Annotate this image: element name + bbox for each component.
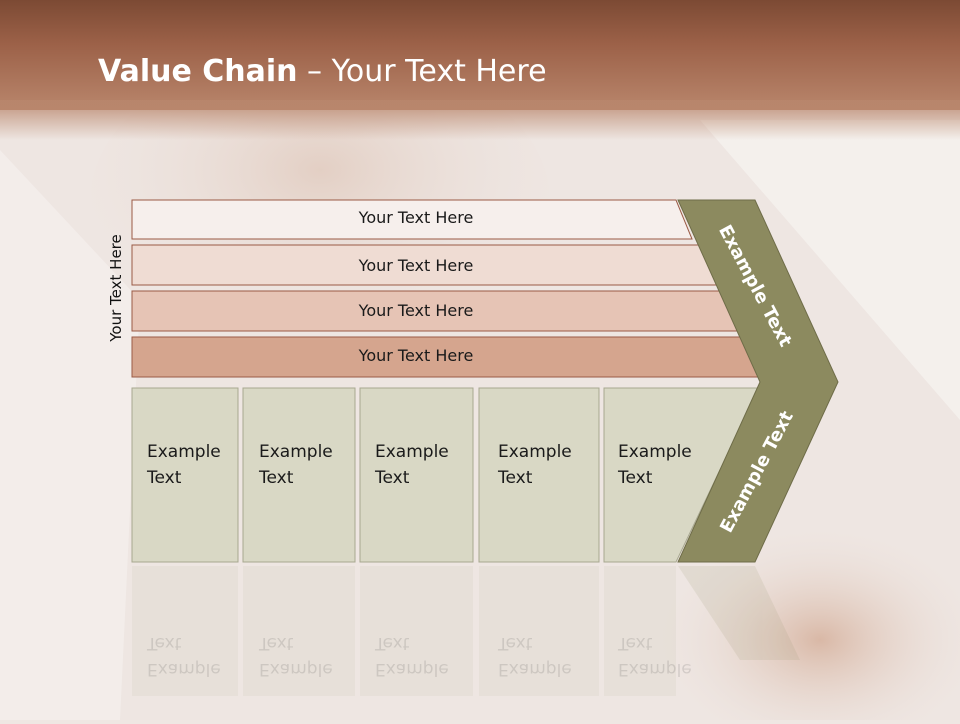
column-3-refl-line1: Example (375, 659, 449, 679)
column-2-refl-line2: Text (259, 633, 294, 653)
support-bar-1-label: Your Text Here (358, 208, 474, 227)
support-bar-2-label: Your Text Here (358, 256, 474, 275)
primary-column-4[interactable] (478, 387, 600, 563)
column-5-line1: Example (618, 442, 692, 462)
reflection (132, 566, 800, 696)
support-bar-1[interactable] (131, 199, 693, 240)
title-bold: Value Chain (98, 54, 298, 89)
column-4-line2: Text (498, 468, 533, 488)
column-3-line1: Example (375, 442, 449, 462)
column-4-refl-line1: Example (498, 659, 572, 679)
primary-column-2[interactable] (242, 387, 356, 563)
primary-column-3[interactable] (359, 387, 474, 563)
column-3-reflection: Example Text (375, 630, 449, 682)
title-bar-fade (0, 100, 960, 140)
column-2-line2: Text (259, 468, 294, 488)
column-5-line2: Text (618, 468, 653, 488)
column-1-line2: Text (147, 468, 182, 488)
primary-column-5[interactable] (603, 387, 760, 563)
column-5-refl-line2: Text (618, 633, 653, 653)
column-2-reflection: Example Text (259, 630, 333, 682)
column-1-line1: Example (147, 442, 221, 462)
column-2-line1: Example (259, 442, 333, 462)
column-1-refl-line2: Text (147, 633, 182, 653)
title-bar (0, 0, 960, 110)
support-bar-3-label: Your Text Here (358, 301, 474, 320)
primary-column-1[interactable] (131, 387, 239, 563)
column-2-refl-line1: Example (259, 659, 333, 679)
margin-chevron[interactable] (677, 199, 839, 563)
support-bar-4-label: Your Text Here (358, 346, 474, 365)
column-5-refl-line1: Example (618, 659, 692, 679)
column-4-refl-line2: Text (498, 633, 533, 653)
title-rest: – Your Text Here (297, 54, 547, 89)
column-3-line2: Text (375, 468, 410, 488)
column-5-reflection: Example Text (618, 630, 692, 682)
column-3-refl-line2: Text (375, 633, 410, 653)
column-4-line1: Example (498, 442, 572, 462)
column-4-reflection: Example Text (498, 630, 572, 682)
column-1-refl-line1: Example (147, 659, 221, 679)
column-1-reflection: Example Text (147, 630, 221, 682)
slide-title: Value Chain – Your Text Here (98, 54, 547, 89)
